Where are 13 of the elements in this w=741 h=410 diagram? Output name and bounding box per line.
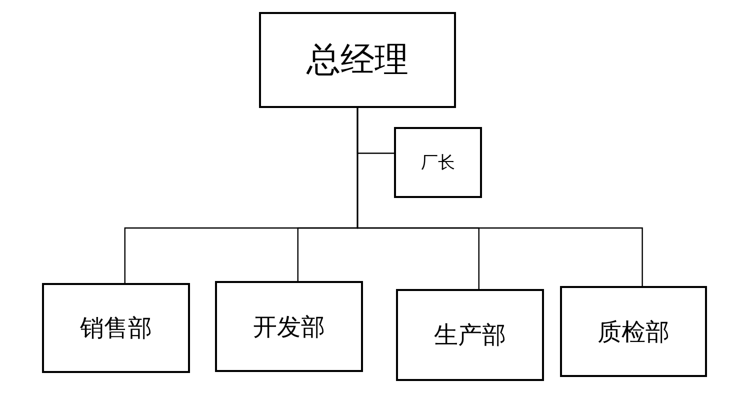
node-label: 开发部 [253, 314, 325, 342]
node-label: 厂长 [421, 152, 455, 174]
department-box [560, 286, 707, 377]
node-label: 总经理 [306, 41, 408, 81]
department-box [394, 127, 482, 198]
department-box [42, 283, 190, 373]
connector-line [356, 108, 643, 286]
department-box [396, 289, 544, 381]
node-label: 质检部 [598, 318, 670, 348]
node-label: 销售部 [80, 314, 152, 344]
node-label: 生产部 [434, 322, 506, 351]
department-box [215, 281, 363, 372]
manager-box [259, 12, 456, 108]
